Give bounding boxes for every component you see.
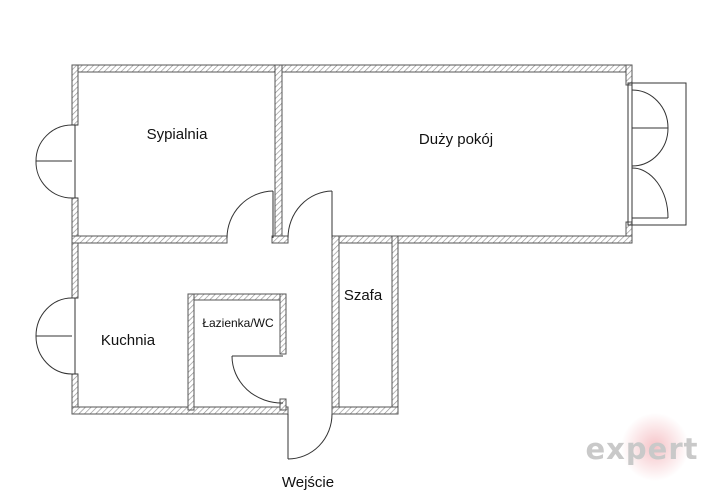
- wall-right-1: [625, 64, 633, 86]
- wall-wardrobe-right: [391, 235, 399, 415]
- wall-mid-left: [71, 235, 228, 244]
- wall-left-lower-1: [71, 237, 79, 299]
- room-label-bathroom: Łazienka/WC: [202, 316, 274, 330]
- entrance-label: Wejście: [282, 474, 334, 491]
- wall-mid-right: [331, 235, 633, 244]
- wall-wardrobe-left: [331, 235, 340, 415]
- living-room-door: [287, 190, 333, 239]
- wall-bottom-right: [331, 406, 399, 415]
- bedroom-door: [226, 190, 274, 239]
- wall-partition-bed-living: [274, 64, 283, 241]
- wall-left-upper-1: [71, 64, 79, 126]
- wall-bottom-left: [71, 406, 289, 415]
- wall-top: [71, 64, 633, 73]
- expert-logo-text: expert: [586, 432, 699, 466]
- entrance-door: [287, 413, 333, 460]
- room-label-wardrobe: Szafa: [344, 287, 383, 304]
- wall-bath-right-lower: [279, 398, 287, 411]
- room-label-kitchen: Kuchnia: [101, 332, 156, 349]
- bathroom-door: [231, 355, 284, 404]
- balcony-door: [627, 82, 687, 226]
- wall-bath-top: [187, 293, 287, 301]
- walls: [71, 64, 633, 415]
- doors: [226, 190, 333, 460]
- wall-bath-right-upper: [279, 293, 287, 355]
- wall-bath-left: [187, 293, 195, 411]
- room-label-bedroom: Sypialnia: [147, 126, 209, 143]
- windows: [35, 82, 687, 375]
- room-label-living-room: Duży pokój: [419, 131, 493, 148]
- expert-logo: expert: [586, 413, 699, 481]
- kitchen-window: [35, 297, 78, 375]
- bedroom-window: [35, 124, 78, 199]
- wall-mid-center: [271, 235, 289, 244]
